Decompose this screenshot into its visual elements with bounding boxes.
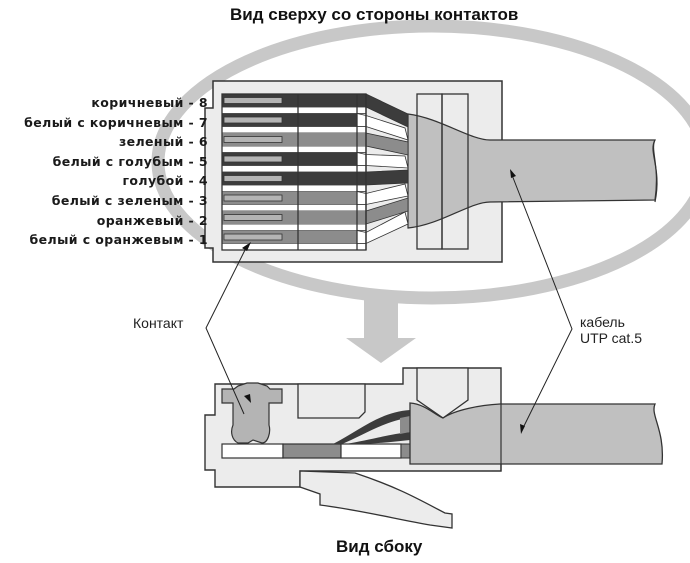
contact-blade-top bbox=[223, 175, 283, 182]
wire-separator bbox=[221, 145, 367, 153]
side-view bbox=[204, 367, 664, 529]
wire-separator bbox=[221, 184, 367, 192]
cable-jacket-top bbox=[407, 113, 658, 229]
wire-label-7: белый с коричневым - 7 bbox=[24, 114, 208, 130]
wire-strip-white-1 bbox=[221, 443, 284, 459]
contact-blade-top bbox=[223, 136, 283, 143]
cable-arrowhead-side bbox=[520, 424, 525, 434]
contact-blade-top bbox=[223, 97, 283, 104]
contact-blade-top bbox=[223, 194, 283, 202]
wire-strip-gray bbox=[282, 443, 342, 459]
wire-separator bbox=[221, 126, 367, 134]
callout-contact: Контакт bbox=[133, 315, 184, 331]
contact-arrowhead-top bbox=[242, 242, 251, 251]
wire-strip-end bbox=[400, 443, 411, 459]
contact-blade-top bbox=[223, 155, 283, 163]
bent-wire-light bbox=[400, 416, 410, 434]
wire-tail bbox=[365, 169, 409, 186]
cable-break-top bbox=[652, 139, 658, 203]
callout-cable-line1: кабель bbox=[580, 314, 625, 330]
wire-label-4: голубой - 4 bbox=[122, 173, 208, 189]
contact-leader-line bbox=[205, 249, 246, 415]
contact-blade-top bbox=[223, 233, 283, 241]
wire-top-4 bbox=[221, 169, 409, 192]
crimp-strain-pin bbox=[416, 367, 469, 419]
wire-top-1 bbox=[221, 211, 409, 251]
contact-blade-top bbox=[223, 214, 283, 221]
cable-side bbox=[409, 402, 664, 465]
wire-separator bbox=[221, 243, 367, 251]
wire-label-2: оранжевый - 2 bbox=[96, 212, 208, 228]
bent-wire-dark-2 bbox=[345, 432, 410, 444]
wire-separator bbox=[221, 204, 367, 212]
wire-label-8: коричневый - 8 bbox=[91, 95, 208, 110]
cable-arrowhead-top bbox=[510, 169, 516, 178]
wire-separator bbox=[221, 223, 367, 231]
bent-wire-dark-1 bbox=[333, 410, 410, 444]
wire-label-6: зеленый - 6 bbox=[118, 134, 208, 150]
side-view-title: Вид сбоку bbox=[336, 537, 423, 556]
contact-blade-top bbox=[223, 116, 283, 124]
wire-separator bbox=[221, 106, 367, 114]
recess bbox=[297, 383, 366, 419]
down-arrow-icon bbox=[346, 296, 416, 363]
contact-arrowhead-side bbox=[244, 394, 251, 403]
wire-separator bbox=[221, 165, 367, 173]
wire-strip-white-2 bbox=[340, 443, 402, 459]
wire-label-1: белый с оранжевым - 1 bbox=[29, 232, 208, 248]
wires-top bbox=[221, 93, 409, 251]
strain-relief-right bbox=[441, 93, 469, 250]
top-view-title: Вид сверху со стороны контактов bbox=[230, 5, 519, 24]
latch bbox=[299, 470, 453, 529]
cable-leader-line bbox=[511, 174, 573, 429]
callout-cable: кабель UTP cat.5 bbox=[580, 314, 642, 346]
wire-label-3: белый с зеленым - 3 bbox=[51, 193, 208, 208]
wire-area-outline bbox=[221, 93, 367, 251]
highlight-ellipse bbox=[151, 19, 690, 305]
top-view bbox=[204, 80, 658, 263]
callout-cable-line2: UTP cat.5 bbox=[580, 330, 642, 346]
wire-top-3 bbox=[221, 183, 409, 212]
wire-top-2 bbox=[221, 197, 409, 231]
wire-label-5: белый с голубым - 5 bbox=[52, 153, 208, 169]
wire-top-7 bbox=[221, 113, 409, 141]
